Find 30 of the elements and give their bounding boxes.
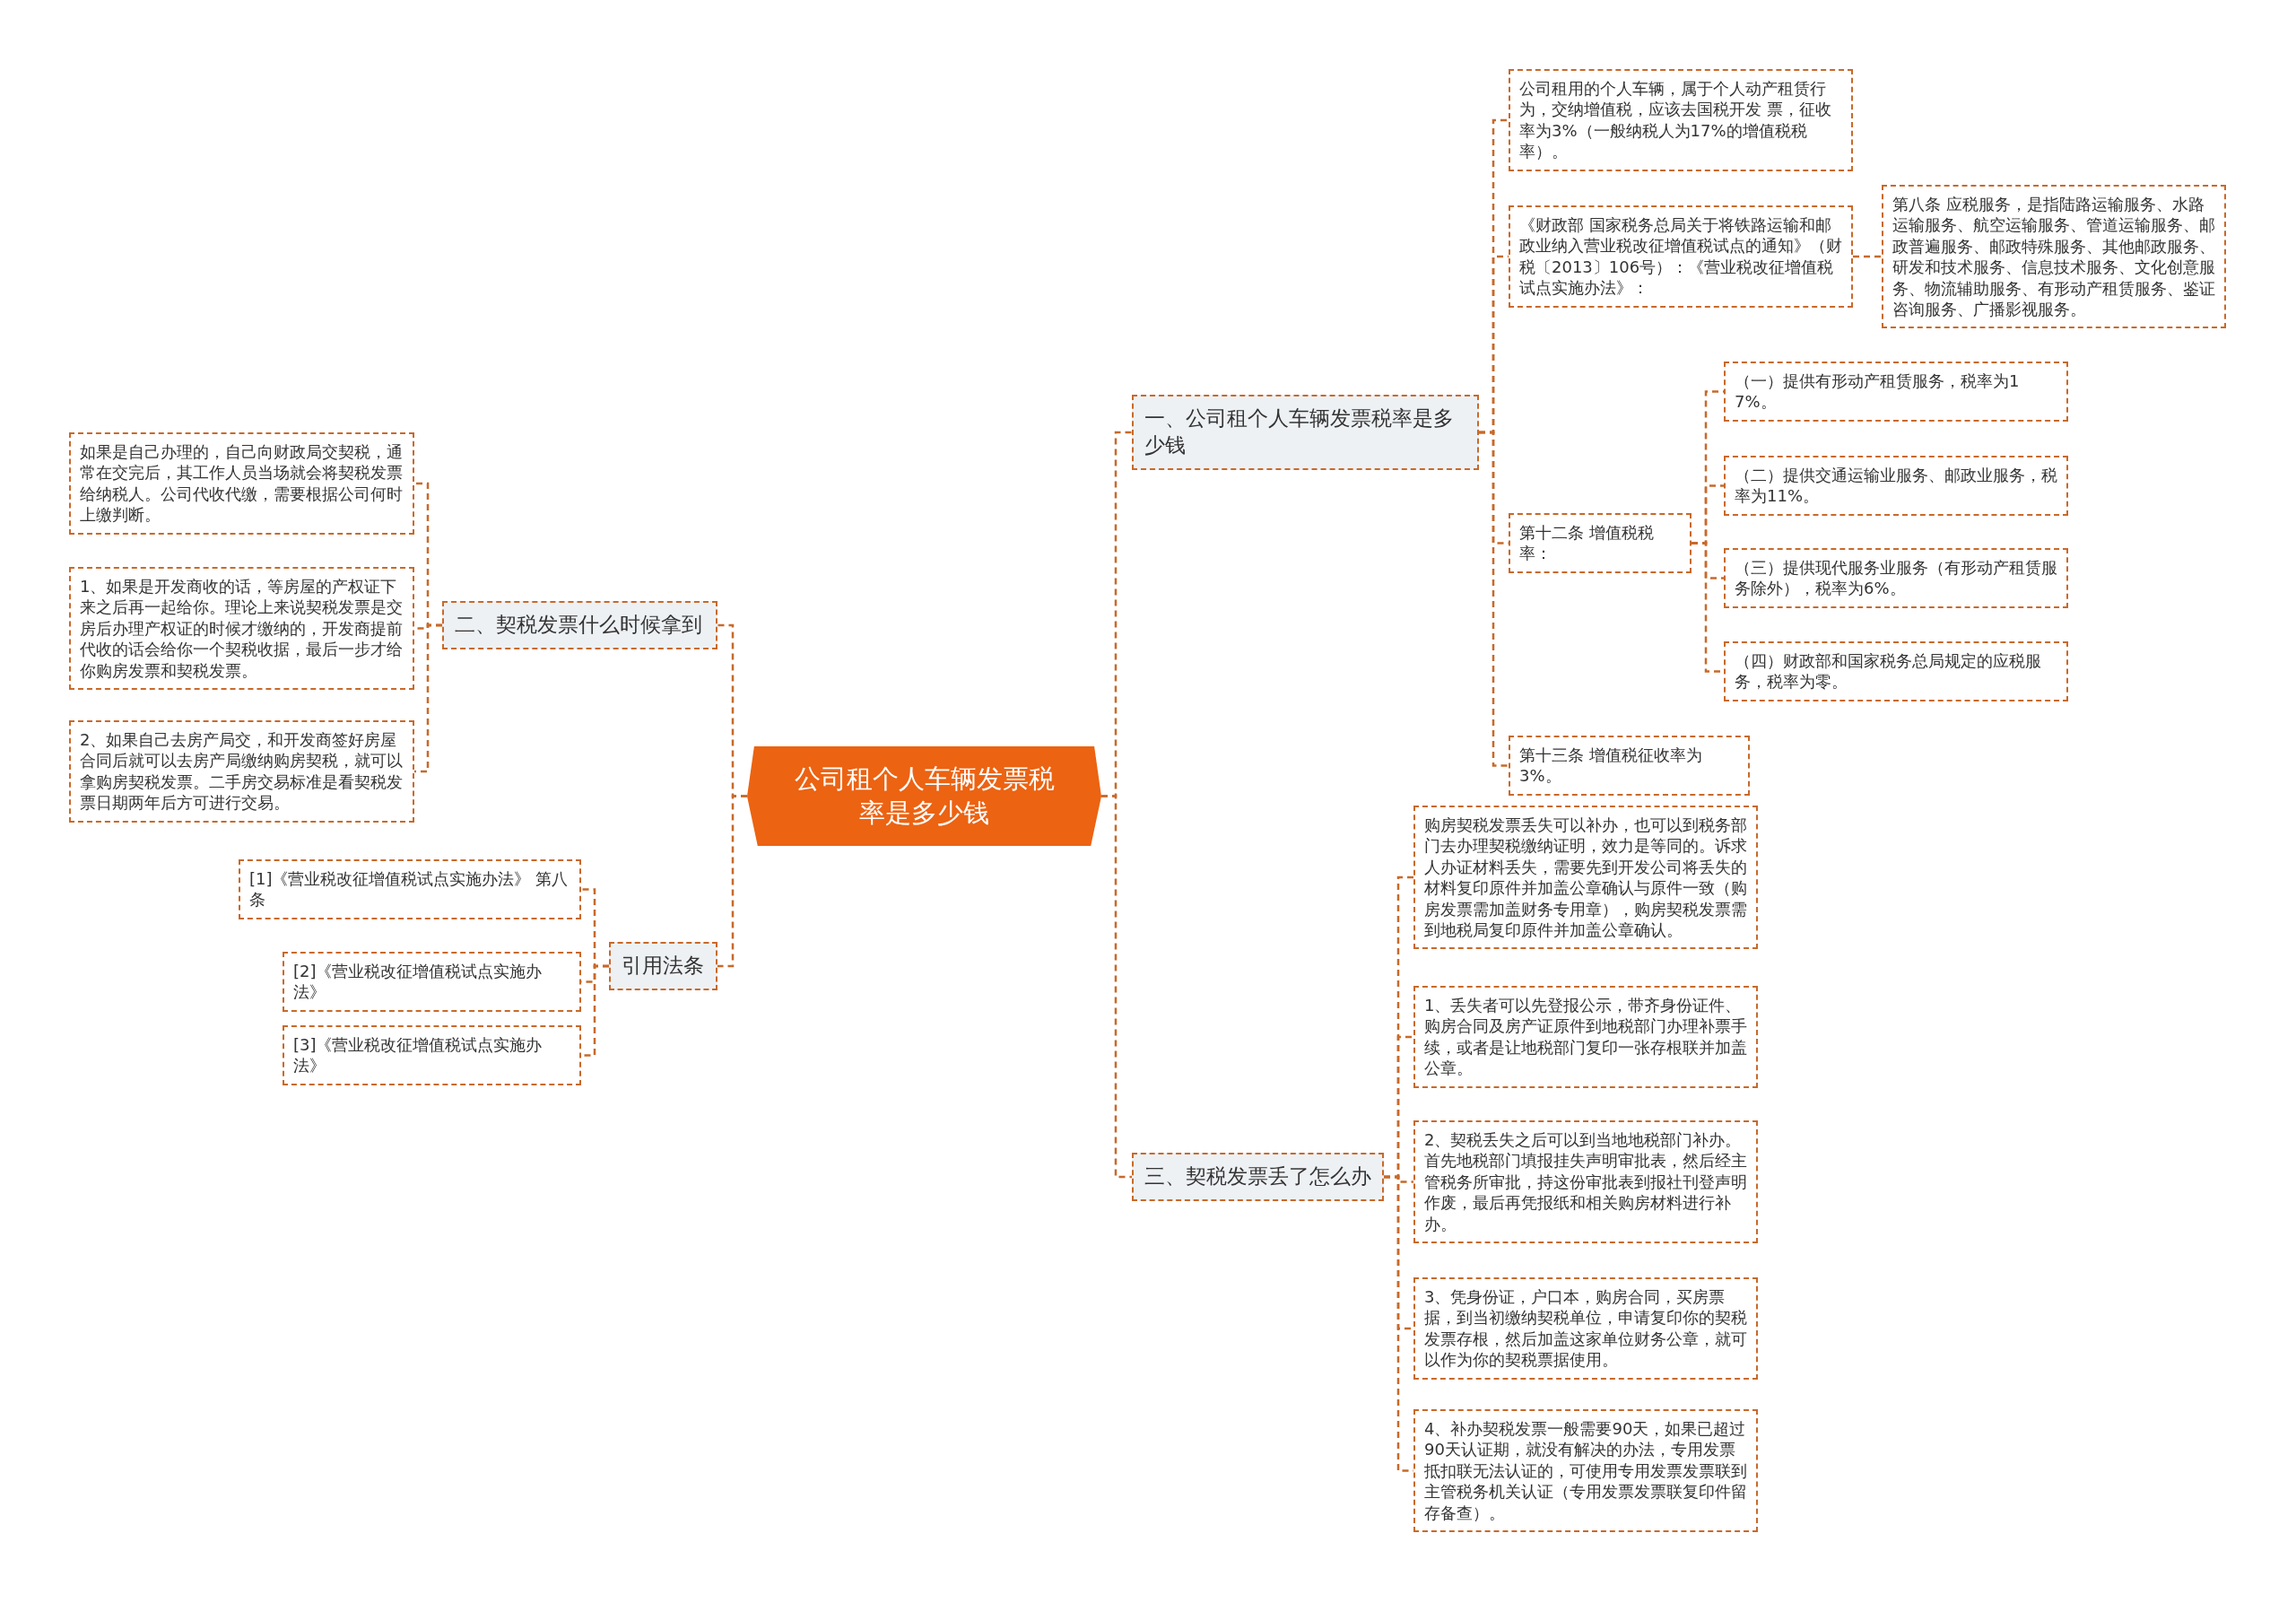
text-box: 2、契税丢失之后可以到当地地税部门补办。首先地税部门填报挂失声明审批表，然后经主管税务所审批，持这份审批表到报社刊登声明作废，最后再凭报纸和相关购房材料进行补办。	[1413, 1120, 1758, 1243]
connector-line	[718, 795, 747, 968]
text-box: 公司租用的个人车辆，属于个人动产租赁行为，交纳增值税，应该去国税开发 票，征收率为3%（一般纳税人为17%的增值税税率）。	[1509, 69, 1853, 171]
branch-topic-box: 一、公司租个人车辆发票税率是多少钱	[1132, 395, 1479, 470]
text-box: 第八条 应税服务，是指陆路运输服务、水路运输服务、航空运输服务、管道运输服务、邮政普遍服务、邮政特殊服务、其他邮政服务、研发和技术服务、信息技术服务、文化创意服务、物流辅助服务、有形动产租赁服务、鉴证咨询服务、广播影视服务。	[1882, 185, 2226, 329]
root-topic: 公司租个人车辆发票税率是多少钱	[747, 746, 1101, 847]
connector-line	[1101, 795, 1132, 1179]
text-box: 《财政部 国家税务总局关于将铁路运输和邮政业纳入营业税改征增值税试点的通知》（财税〔2013〕106号）：《营业税改征增值税试点实施办法》：	[1509, 205, 1853, 308]
text-box: （一）提供有形动产租赁服务，税率为17%。	[1724, 362, 2068, 422]
text-box: 1、如果是开发商收的话，等房屋的产权证下来之后再一起给你。理论上来说契税发票是交房后办理产权证的时候才缴纳的，开发商提前代收的话会给你一个契税收据，最后一步才给你购房发票和契税发票。	[69, 567, 414, 690]
text-box: （二）提供交通运输业服务、邮政业服务，税率为11%。	[1724, 456, 2068, 516]
text-box: 第十三条 增值税征收率为3%。	[1509, 736, 1750, 796]
text-box: 1、丢失者可以先登报公示，带齐身份证件、购房合同及房产证原件到地税部门办理补票手续，或者是让地税部门复印一张存根联并加盖公章。	[1413, 986, 1758, 1088]
text-box: 2、如果自己去房产局交，和开发商签好房屋合同后就可以去房产局缴纳购房契税，就可以拿购房契税发票。二手房交易标准是看契税发票日期两年后方可进行交易。	[69, 720, 414, 823]
text-box: （三）提供现代服务业服务（有形动产租赁服务除外），税率为6%。	[1724, 548, 2068, 608]
text-box: 4、补办契税发票一般需要90天，如果已超过90天认证期，就没有解决的办法，专用发票抵扣联无法认证的，可使用专用发票发票联到主管税务机关认证（专用发票发票联复印件留存备查）。	[1413, 1409, 1758, 1532]
connector-line	[1853, 255, 1882, 258]
branch-topic-box: 三、契税发票丢了怎么办	[1132, 1153, 1384, 1201]
text-box: [3]《营业税改征增值税试点实施办法》	[283, 1025, 581, 1085]
branch-topic-box: 二、契税发票什么时候拿到	[442, 601, 718, 649]
branch-topic-box: 引用法条	[609, 942, 718, 990]
connector-line	[1479, 431, 1509, 767]
text-box: （四）财政部和国家税务总局规定的应税服务，税率为零。	[1724, 641, 2068, 701]
text-box: [1]《营业税改征增值税试点实施办法》 第八条	[239, 859, 581, 919]
text-box: 3、凭身份证，户口本，购房合同，买房票据，到当初缴纳契税单位，申请复印你的契税发票存根，然后加盖这家单位财务公章，就可以作为你的契税票据使用。	[1413, 1277, 1758, 1380]
text-box: 如果是自己办理的，自己向财政局交契税，通常在交完后，其工作人员当场就会将契税发票给纳税人。公司代收代缴，需要根据公司何时上缴判断。	[69, 432, 414, 535]
text-box: [2]《营业税改征增值税试点实施办法》	[283, 952, 581, 1012]
text-box: 第十二条 增值税税率：	[1509, 513, 1692, 573]
connector-line	[414, 623, 442, 773]
text-box: 购房契税发票丢失可以补办，也可以到税务部门去办理契税缴纳证明，效力是等同的。诉求人办证材料丢失，需要先到开发公司将丢失的材料复印原件并加盖公章确认与原件一致（购房发票需加盖财务专用章），购房契税发票需到地税局复印原件并加盖公章确认。	[1413, 806, 1758, 950]
